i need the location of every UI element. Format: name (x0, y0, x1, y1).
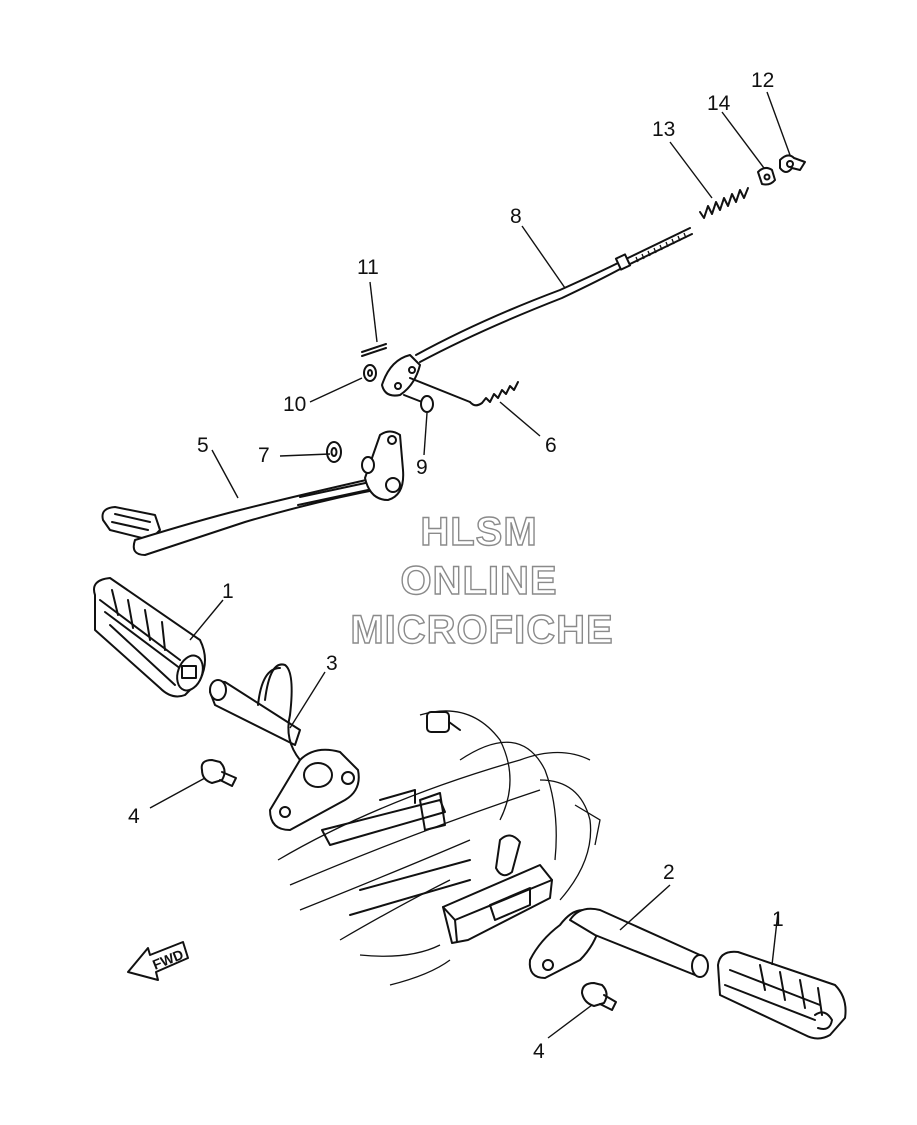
cotter-pin (361, 343, 387, 357)
callout-10: 10 (283, 393, 306, 416)
pin-9 (403, 394, 434, 413)
callout-12: 12 (751, 69, 774, 92)
callout-1-left: 1 (222, 580, 234, 603)
callout-6: 6 (545, 434, 557, 457)
footrest-bracket-right (528, 907, 709, 979)
watermark-line-3: MICROFICHE (350, 608, 613, 652)
callout-14: 14 (707, 92, 731, 115)
watermark-line-2: ONLINE (400, 559, 557, 603)
callout-7: 7 (258, 444, 270, 467)
footrest-right (717, 950, 847, 1040)
callout-11: 11 (357, 256, 379, 279)
callout-4-left: 4 (128, 805, 140, 828)
callout-1-right: 1 (772, 908, 784, 931)
spring-6 (409, 377, 519, 407)
callouts: 1 1 2 3 4 4 5 6 7 8 9 10 11 12 13 14 (128, 69, 784, 1063)
callout-5: 5 (197, 434, 209, 457)
footrest-left (93, 577, 206, 698)
callout-9: 9 (416, 456, 428, 479)
brake-pedal (101, 430, 405, 556)
fwd-label: FWD (150, 946, 186, 973)
callout-8: 8 (510, 205, 522, 228)
footrest-bracket-left (209, 663, 360, 831)
leader-lines (149, 91, 791, 1039)
brake-rod (381, 227, 693, 397)
watermark-line-1: HLSM (420, 510, 537, 554)
callout-13: 13 (652, 118, 675, 141)
callout-3: 3 (326, 652, 338, 675)
washer-7 (326, 441, 342, 463)
fwd-direction-arrow: FWD (127, 941, 189, 981)
callout-4-right: 4 (533, 1040, 545, 1063)
washer-10 (363, 364, 377, 382)
watermark: HLSM ONLINE MICROFICHE (350, 509, 614, 652)
spring-13 (699, 187, 749, 219)
callout-2: 2 (663, 861, 675, 884)
joint-14 (757, 166, 776, 186)
wing-nut-12 (779, 154, 806, 173)
frame-structure (277, 710, 601, 986)
